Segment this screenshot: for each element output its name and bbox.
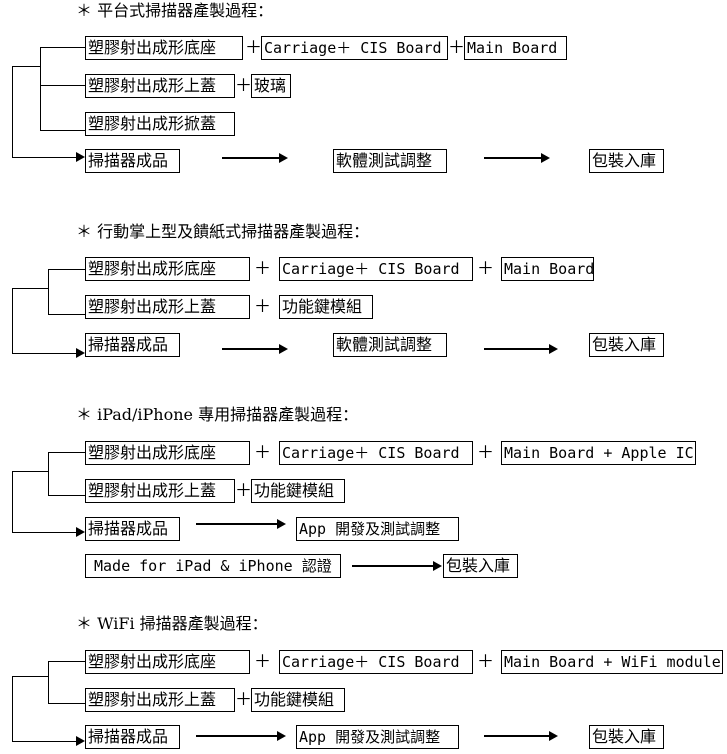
- plus-sign: ＋: [254, 652, 271, 672]
- step-box: 功能鍵模組: [251, 688, 345, 712]
- step-box: Main Board + Apple IC: [501, 441, 696, 465]
- step-box: App 開發及測試調整: [296, 725, 459, 749]
- step-box: 功能鍵模組: [279, 295, 373, 319]
- connector-line: [48, 703, 85, 704]
- plus-sign: ＋: [245, 38, 262, 58]
- connector-line: [12, 66, 40, 67]
- section-title: ＊ iPad/iPhone 專用掃描器產製過程：: [76, 405, 359, 424]
- step-box: Main Board: [464, 36, 567, 60]
- arrow-line: [196, 735, 277, 737]
- arrow-line: [484, 348, 549, 350]
- plus-sign: ＋: [254, 443, 271, 463]
- connector-line: [12, 676, 48, 677]
- arrow-head: [76, 152, 85, 162]
- step-box: App 開發及測試調整: [296, 517, 459, 541]
- connector-line: [40, 47, 41, 131]
- plus-sign: ＋: [477, 259, 494, 279]
- connector-line: [12, 66, 13, 158]
- arrow-head: [279, 153, 288, 163]
- plus-sign: ＋: [235, 690, 252, 710]
- step-box: 玻璃: [251, 74, 291, 98]
- arrow-head: [76, 736, 85, 746]
- step-box: 塑膠射出成形上蓋: [85, 295, 250, 319]
- plus-sign: ＋: [477, 443, 494, 463]
- arrow-line: [222, 157, 279, 159]
- connector-line: [48, 661, 85, 662]
- step-box: 塑膠射出成形掀蓋: [85, 112, 235, 136]
- connector-line: [48, 661, 49, 704]
- connector-line: [12, 157, 76, 158]
- plus-sign: ＋: [448, 38, 465, 58]
- arrow-line: [352, 565, 433, 567]
- connector-line: [48, 269, 85, 270]
- connector-line: [48, 314, 85, 315]
- plus-sign: ＋: [477, 652, 494, 672]
- step-box: 包裝入庫: [589, 725, 664, 749]
- connector-line: [12, 471, 13, 533]
- plus-sign: ＋: [235, 76, 252, 96]
- arrow-line: [484, 735, 549, 737]
- step-box: 掃描器成品: [85, 149, 180, 173]
- step-box: 塑膠射出成形底座: [85, 650, 250, 674]
- step-box: Carriage＋ CIS Board: [279, 257, 473, 281]
- arrow-line: [196, 523, 277, 525]
- arrow-head: [76, 527, 85, 537]
- section-title: ＊ 平台式掃描器產製過程：: [76, 1, 274, 20]
- step-box: 軟體測試調整: [333, 333, 447, 357]
- step-box: 軟體測試調整: [333, 149, 447, 173]
- arrow-head: [279, 344, 288, 354]
- connector-line: [12, 532, 76, 533]
- connector-line: [40, 47, 85, 48]
- step-box: 塑膠射出成形底座: [85, 441, 250, 465]
- connector-line: [48, 495, 85, 496]
- connector-line: [12, 471, 48, 472]
- connector-line: [40, 130, 85, 131]
- step-box: 掃描器成品: [85, 333, 180, 357]
- step-box: Main Board + WiFi module: [501, 650, 723, 674]
- plus-sign: ＋: [235, 481, 252, 501]
- arrow-head: [549, 344, 558, 354]
- step-box: 塑膠射出成形上蓋: [85, 688, 235, 712]
- arrow-head: [76, 348, 85, 358]
- connector-line: [40, 85, 85, 86]
- step-box: 塑膠射出成形上蓋: [85, 74, 235, 98]
- plus-sign: ＋: [254, 259, 271, 279]
- arrow-head: [277, 731, 286, 741]
- connector-line: [12, 288, 48, 289]
- connector-line: [12, 741, 76, 742]
- section-title: ＊ 行動掌上型及饋紙式掃描器產製過程：: [76, 222, 370, 241]
- step-box: 掃描器成品: [85, 725, 180, 749]
- arrow-head: [541, 153, 550, 163]
- connector-line: [12, 676, 13, 742]
- arrow-line: [484, 157, 541, 159]
- connector-line: [12, 353, 76, 354]
- step-box: 塑膠射出成形底座: [85, 36, 243, 60]
- step-box: Made for iPad & iPhone 認證: [85, 554, 341, 578]
- step-box: Carriage＋ CIS Board: [261, 36, 448, 60]
- arrow-line: [222, 348, 279, 350]
- arrow-head: [549, 731, 558, 741]
- step-box: 塑膠射出成形上蓋: [85, 479, 235, 503]
- section-title: ＊ WiFi 掃描器產製過程：: [76, 614, 268, 633]
- step-box: 掃描器成品: [85, 517, 180, 541]
- step-box: Main Board: [501, 257, 594, 281]
- arrow-head: [277, 519, 286, 529]
- step-box: 功能鍵模組: [251, 479, 345, 503]
- plus-sign: ＋: [254, 297, 271, 317]
- step-box: 包裝入庫: [443, 554, 518, 578]
- step-box: 塑膠射出成形底座: [85, 257, 250, 281]
- connector-line: [48, 452, 85, 453]
- step-box: 包裝入庫: [589, 149, 664, 173]
- step-box: Carriage＋ CIS Board: [279, 650, 473, 674]
- arrow-head: [433, 561, 442, 571]
- step-box: Carriage＋ CIS Board: [279, 441, 473, 465]
- connector-line: [48, 452, 49, 496]
- connector-line: [12, 288, 13, 354]
- step-box: 包裝入庫: [589, 333, 664, 357]
- connector-line: [48, 269, 49, 315]
